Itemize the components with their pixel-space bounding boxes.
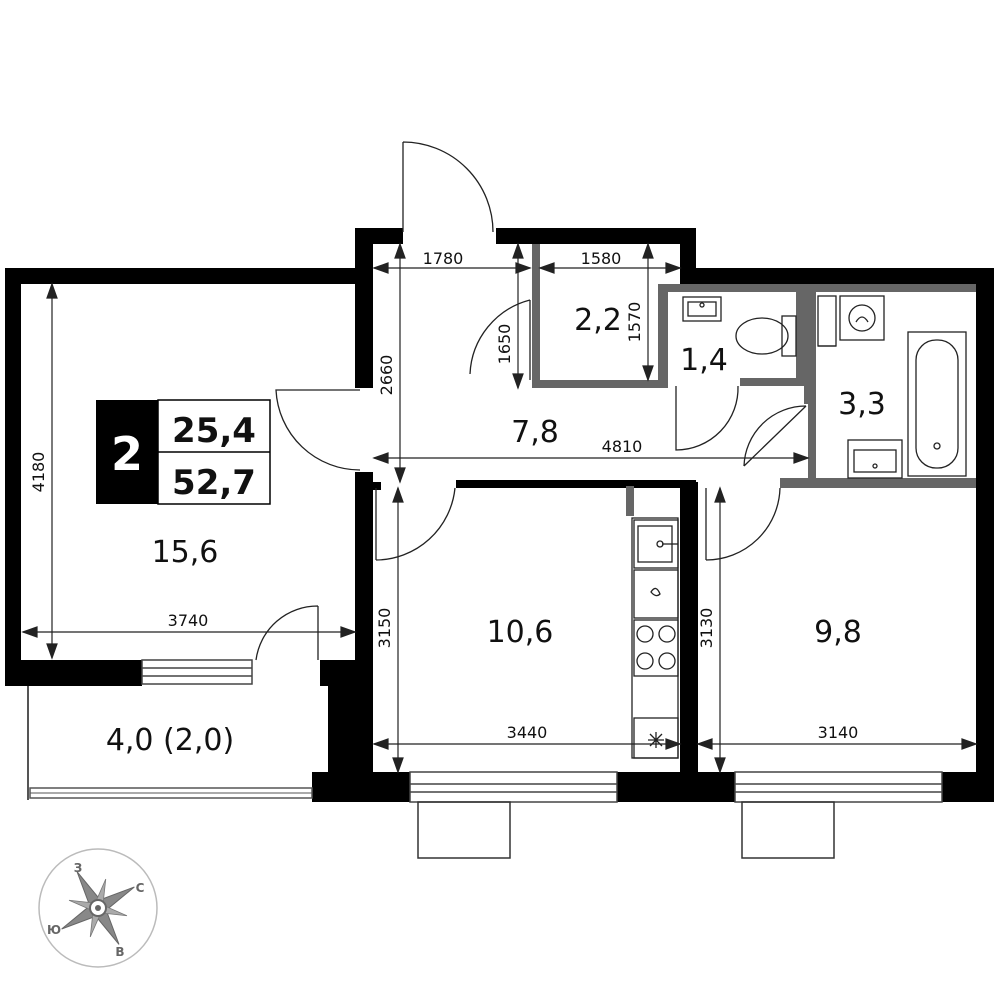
compass-icon: З С В Ю [38, 848, 158, 968]
room-areas: 15,6 4,0 (2,0) 7,8 2,2 1,4 3,3 10,6 9,8 [106, 303, 886, 758]
area-bedroom: 9,8 [814, 615, 862, 650]
windows [141, 659, 943, 803]
dim-bedroom-width: 3140 [818, 723, 859, 742]
area-bathroom: 3,3 [838, 387, 886, 422]
doors [255, 141, 807, 661]
toilet-sink-icon [682, 296, 722, 322]
dim-hall-height: 2660 [377, 355, 396, 396]
window-bays [417, 801, 835, 859]
washing-machine-icon [839, 295, 885, 341]
dim-living-width: 3740 [168, 611, 209, 630]
bathroom-sink-icon [847, 439, 903, 479]
dim-bedroom-height: 3130 [697, 608, 716, 649]
dishwasher-icon [633, 569, 679, 619]
dim-hall-length: 4810 [602, 437, 643, 456]
compass-north: С [136, 881, 145, 895]
bathtub-icon [907, 331, 967, 477]
dimension-lines [21, 242, 978, 774]
compass-south: Ю [47, 923, 61, 937]
exterior-walls [5, 228, 994, 802]
area-balcony: 4,0 (2,0) [106, 723, 234, 758]
area-storage: 2,2 [574, 303, 622, 338]
area-hall: 7,8 [511, 415, 559, 450]
area-living-room: 15,6 [152, 535, 219, 570]
dim-kitchen-height: 3150 [375, 608, 394, 649]
compass-west: З [74, 861, 83, 875]
stove-icon [633, 619, 679, 677]
interior-walls [532, 244, 976, 516]
dim-storage-height: 1570 [625, 302, 644, 343]
dim-hall-top: 1780 [423, 249, 464, 268]
kitchen-fixtures [631, 517, 679, 759]
area-kitchen: 10,6 [487, 615, 554, 650]
balcony [27, 686, 313, 800]
bathroom-fixtures [682, 295, 967, 479]
dimension-labels: 4180 3740 1780 2660 4810 1580 1570 1650 … [29, 249, 858, 742]
dim-storage-width: 1580 [581, 249, 622, 268]
toilet-bowl-icon [735, 317, 789, 355]
compass-east: В [115, 945, 124, 959]
fridge-icon [633, 717, 679, 759]
dim-storage-door: 1650 [495, 324, 514, 365]
living-area-value: 25,4 [172, 411, 256, 451]
area-toilet: 1,4 [680, 343, 728, 378]
room-count: 2 [111, 427, 143, 481]
total-area-value: 52,7 [172, 463, 256, 503]
apartment-badge: 2 25,4 52,7 [96, 399, 271, 505]
dim-living-height: 4180 [29, 452, 48, 493]
dim-kitchen-width: 3440 [507, 723, 548, 742]
